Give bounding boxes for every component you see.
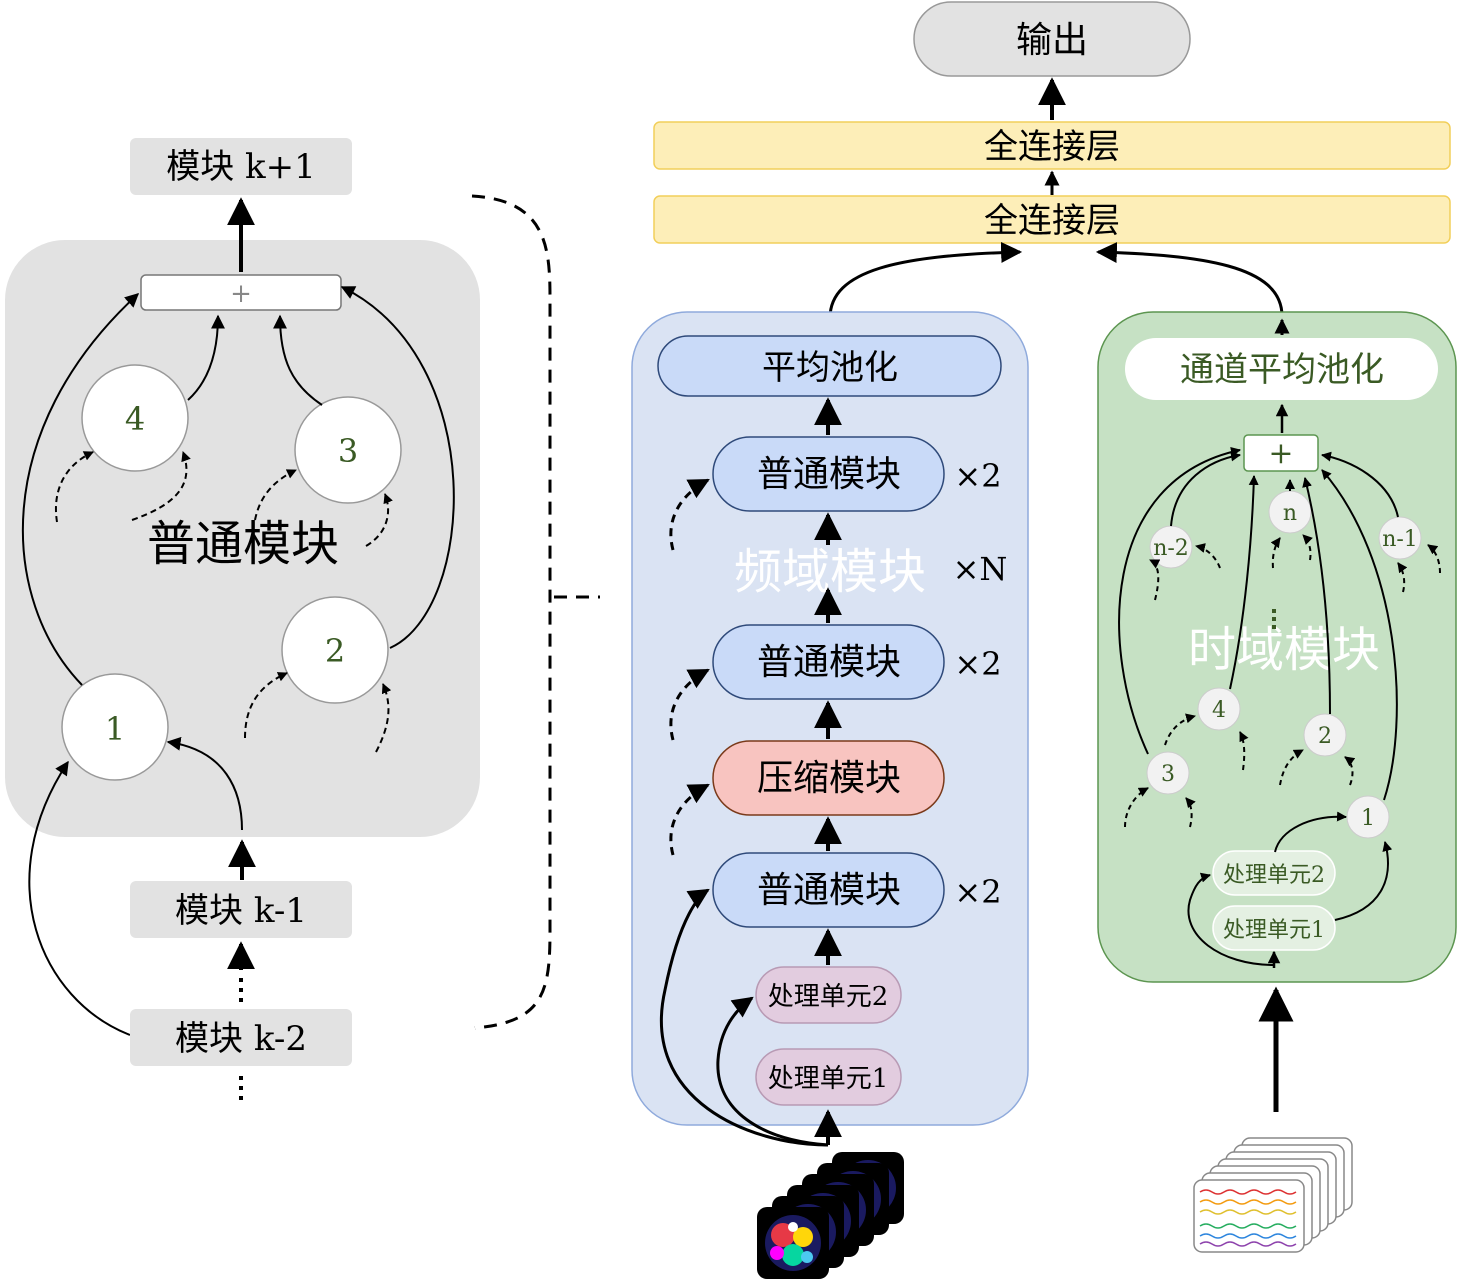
freq-unit-2 [755,966,902,1024]
time-sum-plus: + [1268,436,1293,471]
left-node-1-label: 1 [105,710,125,748]
fc-layer-top-label: 全连接层 [984,127,1120,167]
left-node-3-label: 3 [338,432,358,470]
block-k-minus-1-label: 模块 k-1 [175,891,307,931]
time-unit-2-label: 处理单元2 [1223,863,1325,888]
spectral-image-stack [757,1152,904,1279]
time-unit-2 [1212,850,1336,896]
left-node-4 [81,364,189,472]
left-node-2-label: 2 [325,632,345,670]
time-node-4-label: 4 [1212,698,1226,723]
left-node-1 [61,673,169,781]
fc-layer-bottom-label: 全连接层 [984,201,1120,241]
left-sum-plus: + [230,279,252,309]
block-k-minus-2-label: 模块 k-2 [175,1019,307,1059]
signal-card [1193,1179,1305,1253]
block-k-plus-1 [130,138,352,195]
time-node-n-2-label: n-2 [1153,536,1189,561]
freq-mult-3: ×2 [954,457,1001,495]
bracket-connector [471,194,552,1030]
time-panel-title: 时域模块 [1188,622,1380,678]
time-node-3 [1146,751,1190,795]
left-node-4-label: 4 [125,400,145,438]
freq-unit-2-label: 处理单元2 [768,982,889,1012]
time-ellipsis [1272,609,1276,629]
freq-avg-pool-label: 平均池化 [762,348,898,388]
freq-unit-1-label: 处理单元1 [768,1064,889,1094]
fc-layer-bottom [653,195,1451,244]
left-node-2 [281,596,389,704]
time-node-n-label: n [1283,501,1297,526]
time-node-n-1-label: n-1 [1382,527,1418,552]
freq-normal-block-1 [712,852,945,928]
freq-normal-block-3-label: 普通模块 [757,454,901,495]
ellipsis-dots-lower [239,1076,243,1100]
block-k-minus-2 [130,1009,352,1066]
freq-compress-block [712,740,945,816]
time-unit-1-label: 处理单元1 [1223,918,1325,943]
time-node-2 [1303,713,1347,757]
time-node-n-1 [1378,516,1422,560]
ellipsis-dots-upper [239,978,243,1002]
fc-layer-top [653,121,1451,170]
freq-normal-block-1-label: 普通模块 [757,870,901,911]
output-label: 输出 [1016,20,1088,61]
output-box [913,1,1191,77]
freq-normal-block-2-label: 普通模块 [757,642,901,683]
freq-mult-2: ×2 [954,645,1001,683]
time-sum-box [1243,434,1319,472]
block-k-plus-1-label: 模块 k+1 [166,147,316,187]
left-panel-title: 普通模块 [147,516,339,572]
freq-avg-pool [657,335,1002,397]
channel-avg-pool-label: 通道平均池化 [1180,350,1384,390]
freq-mult-n: ×N [953,550,1008,588]
freq-unit-1 [755,1048,902,1106]
freq-mult-1: ×2 [954,873,1001,911]
block-k-minus-1 [130,881,352,938]
freq-normal-block-3 [712,436,945,512]
time-node-1 [1346,795,1390,839]
freq-compress-block-label: 压缩模块 [757,758,901,799]
time-node-1-label: 1 [1361,806,1375,831]
time-unit-1 [1212,905,1336,951]
time-node-4 [1197,687,1241,731]
time-node-3-label: 3 [1161,762,1175,787]
left-node-3 [294,396,402,504]
freq-normal-block-2 [712,624,945,700]
spectral-image-tile [757,1207,829,1279]
signal-stack [1193,1137,1353,1253]
channel-avg-pool [1125,338,1438,400]
time-node-2-label: 2 [1318,724,1332,749]
